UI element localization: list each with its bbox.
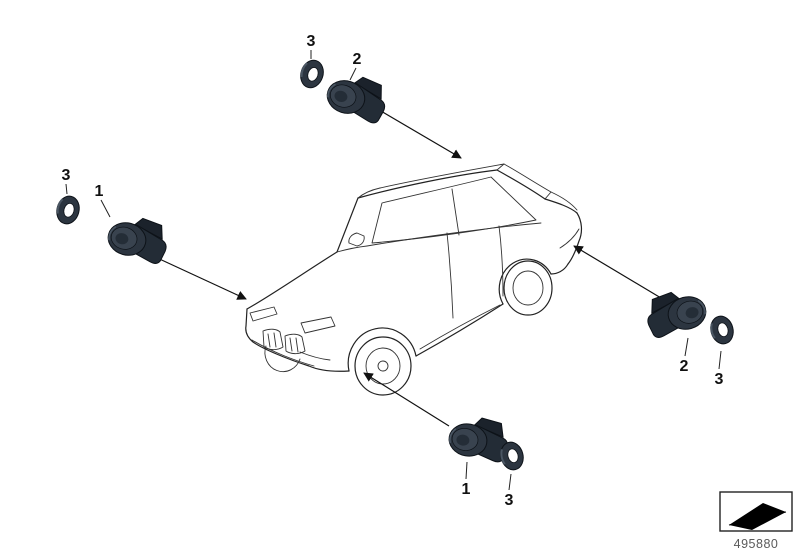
- car-grille-slats: [267, 332, 299, 353]
- svg-text:3[interactable]: 3: [62, 167, 71, 184]
- car-rear-bumper: [550, 263, 569, 275]
- leader-right: [573, 245, 662, 299]
- wedge-icon: [729, 503, 786, 530]
- car-roofline: [357, 169, 498, 199]
- callout-tick: [349, 67, 357, 81]
- wedge-icon-edge: [728, 511, 787, 526]
- car-rear-wheel: [503, 260, 553, 316]
- car-front-rim: [365, 347, 401, 385]
- car-cowl: [336, 245, 368, 253]
- car-far-front-wheel: [264, 345, 301, 373]
- car-c-pillar: [496, 169, 546, 200]
- svg-text:3[interactable]: 3: [715, 371, 724, 388]
- leader-lines: [152, 106, 662, 427]
- ring-left: [52, 192, 84, 228]
- car-front-hub: [377, 360, 389, 372]
- car-deck-edge: [544, 191, 552, 200]
- callout-tick: [100, 199, 111, 218]
- callout-right-sensor[interactable]: 2: [680, 337, 689, 375]
- car-hood-edge: [246, 251, 338, 310]
- car-bumper-line: [251, 339, 315, 367]
- svg-text:3[interactable]: 3: [505, 492, 514, 509]
- car-front-wheel: [354, 336, 412, 396]
- ring-right: [706, 312, 738, 348]
- callouts: 3 2 3 1 2 3 1 3: [62, 33, 724, 509]
- car-rear-rim: [512, 270, 544, 306]
- car-kidney-right: [284, 333, 306, 355]
- callout-tick: [508, 473, 512, 491]
- leader-left: [152, 255, 247, 300]
- svg-text:1[interactable]: 1: [95, 183, 104, 200]
- callout-tick: [718, 350, 722, 370]
- car-rear-wheel-arch: [498, 258, 552, 305]
- car-rear-panel: [567, 212, 583, 265]
- car-outline: [245, 163, 583, 396]
- car-roof-front-edge: [357, 187, 381, 199]
- car-side-mirror: [348, 232, 365, 247]
- car-b-pillar: [451, 188, 460, 236]
- car-far-roofline: [379, 163, 505, 189]
- car-far-c-pillar: [503, 163, 552, 193]
- callout-bottom-ring[interactable]: 3: [505, 473, 514, 509]
- car-door-seam-rear: [498, 225, 504, 297]
- car-rocker-line: [419, 304, 501, 350]
- car-door-seam-front: [446, 232, 454, 319]
- callout-top-ring[interactable]: 3: [307, 33, 316, 59]
- footer: 495880: [719, 491, 793, 551]
- car-intake-line: [299, 351, 331, 361]
- car-headlight-near: [300, 316, 336, 334]
- car-front-wheel-arch: [347, 327, 417, 372]
- callout-right-ring[interactable]: 3: [715, 350, 724, 388]
- callout-tick: [65, 183, 68, 195]
- ring-top: [296, 56, 328, 92]
- callout-left-ring[interactable]: 3: [62, 167, 71, 195]
- part-number: 495880: [734, 537, 779, 551]
- car-trunk-top: [544, 198, 578, 214]
- sensor-top: [322, 67, 393, 126]
- leader-top: [373, 106, 462, 159]
- callout-top-sensor[interactable]: 2: [349, 51, 362, 81]
- svg-text:2[interactable]: 2: [353, 51, 362, 68]
- car-roof-rear-edge: [496, 163, 505, 171]
- svg-text:3[interactable]: 3: [307, 33, 316, 50]
- car-belt-line: [366, 222, 542, 247]
- car-headlight-far: [249, 306, 278, 322]
- callout-tick: [465, 461, 468, 480]
- car-front-bumper: [245, 308, 350, 372]
- svg-text:2[interactable]: 2: [680, 358, 689, 375]
- car-a-pillar: [336, 197, 359, 253]
- callout-tick: [684, 337, 689, 357]
- car-rocker: [415, 303, 504, 357]
- callout-bottom-sensor[interactable]: 1: [462, 461, 471, 498]
- svg-text:1[interactable]: 1: [462, 481, 471, 498]
- sensor-left: [103, 210, 173, 267]
- car-trunk-seam: [559, 228, 580, 249]
- callout-left-sensor[interactable]: 1: [95, 183, 111, 218]
- leader-bottom: [363, 372, 450, 427]
- car-far-trunk-edge: [550, 191, 578, 211]
